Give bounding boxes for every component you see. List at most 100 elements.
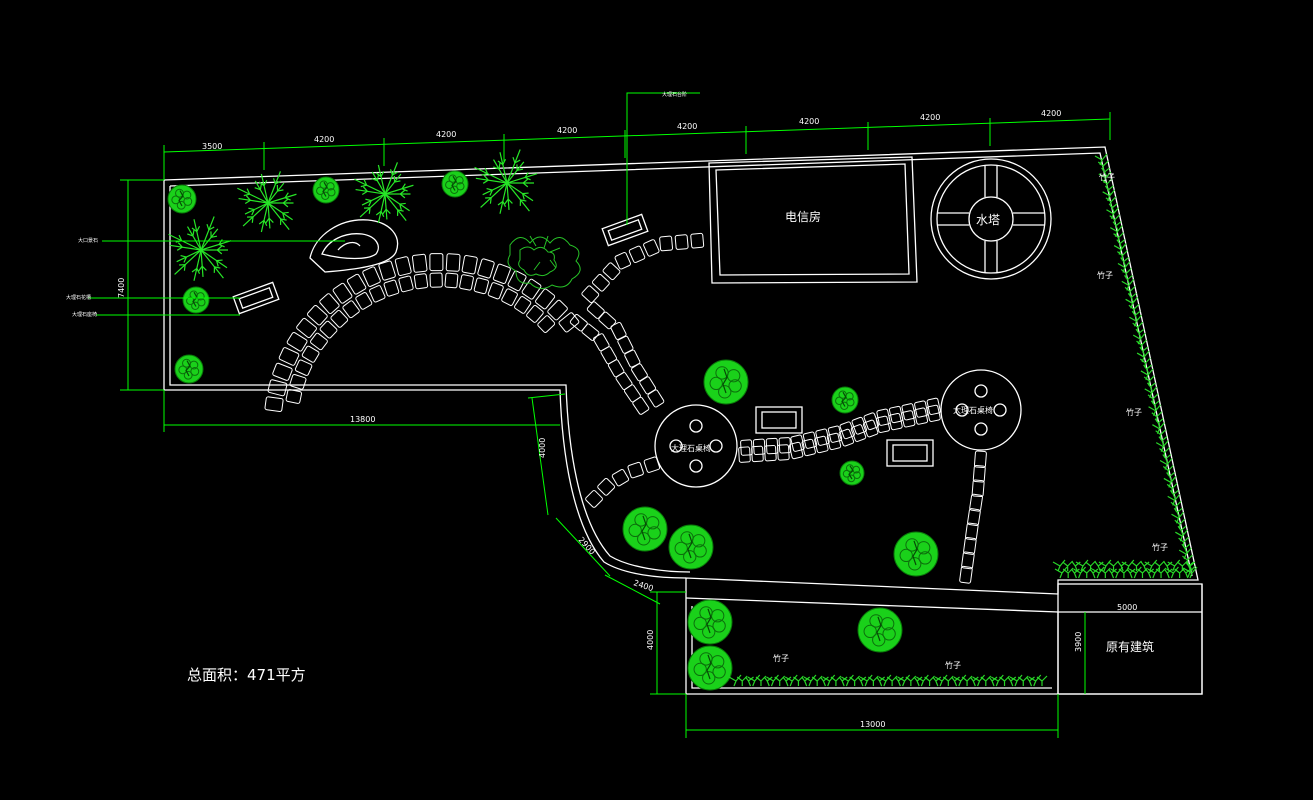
tree	[687, 599, 733, 645]
stepping-stone	[547, 299, 568, 321]
svg-text:4200: 4200	[436, 130, 456, 139]
tree	[893, 531, 939, 577]
stepping-stone	[926, 397, 941, 415]
stepping-stone	[593, 333, 610, 352]
stepping-stone	[581, 285, 600, 304]
stepping-stone	[487, 282, 504, 300]
palms	[168, 149, 538, 281]
water-tower-label: 水塔	[976, 213, 1000, 227]
bamboo-labels: 竹子 竹子 竹子 竹子 竹子 竹子	[773, 172, 1168, 670]
svg-text:竹子: 竹子	[773, 653, 789, 663]
stepping-stone	[307, 305, 328, 326]
stepping-stone	[501, 288, 518, 306]
stepping-stone	[319, 293, 340, 314]
stepping-stone	[267, 379, 288, 397]
stepping-stone	[521, 278, 542, 300]
stepping-stone	[378, 260, 396, 281]
stepping-stone	[394, 256, 412, 277]
svg-text:竹子: 竹子	[1126, 407, 1142, 417]
stepping-stone	[740, 439, 753, 456]
stepping-stone	[901, 403, 916, 421]
telecom-room: 电信房	[708, 156, 918, 284]
leader-lines: 大口景石 大理石花槽 大理石座椅 大理石台阶	[66, 91, 700, 318]
svg-text:13000: 13000	[860, 720, 885, 729]
tree	[312, 176, 340, 204]
stepping-stone	[827, 425, 843, 443]
stepping-stone	[969, 493, 983, 512]
stepping-stone	[876, 408, 891, 426]
stepping-stone	[959, 565, 973, 584]
stepping-stone	[342, 300, 360, 319]
stepping-stone	[429, 272, 443, 288]
stepping-stone	[398, 275, 414, 293]
stepping-stone	[607, 359, 625, 378]
stepping-stone	[765, 437, 779, 455]
bamboo	[728, 674, 1048, 687]
stepping-stone	[289, 374, 307, 390]
stepping-stone	[507, 270, 527, 292]
stepping-stone	[294, 359, 313, 376]
stepping-stone	[330, 309, 349, 328]
stepping-stone	[535, 288, 556, 310]
palm	[237, 171, 297, 233]
stepping-stone	[383, 279, 400, 297]
bamboo-hedges	[728, 153, 1198, 687]
stepping-stone	[659, 235, 673, 252]
stepping-stone	[591, 273, 610, 292]
stepping-stone	[461, 255, 478, 275]
stepping-stone	[674, 234, 689, 250]
feature-rock	[309, 219, 399, 273]
tree	[831, 386, 859, 414]
stepping-stone	[778, 437, 792, 454]
stepping-stone-paths	[264, 232, 987, 584]
stepping-stone	[459, 274, 474, 291]
svg-text:5000: 5000	[1117, 603, 1137, 612]
stepping-stone	[738, 446, 751, 463]
stepping-stone	[752, 438, 766, 456]
palm	[474, 149, 538, 214]
stepping-stone	[310, 332, 328, 351]
stepping-stone	[643, 239, 660, 257]
svg-text:竹子: 竹子	[1099, 172, 1115, 182]
trees	[167, 170, 939, 691]
stepping-stone	[690, 232, 705, 249]
stepping-stone	[558, 312, 580, 333]
stepping-stone	[639, 376, 657, 395]
stepping-stone	[802, 431, 818, 449]
stepping-stone	[429, 253, 444, 272]
water-tower: 水塔	[930, 158, 1052, 280]
stepping-stone	[514, 296, 532, 314]
tree	[167, 184, 197, 214]
table-left-label: 大理石桌椅	[671, 443, 711, 453]
tree	[703, 359, 749, 405]
stepping-stone	[627, 461, 644, 479]
stepping-stone	[888, 405, 904, 424]
stepping-stone	[643, 456, 661, 473]
tree	[839, 460, 865, 486]
svg-text:4200: 4200	[677, 122, 697, 131]
stepping-stone	[875, 415, 891, 433]
tree	[182, 286, 210, 314]
stepping-stone	[926, 404, 941, 422]
svg-text:2900: 2900	[577, 535, 597, 556]
stepping-stone	[611, 468, 630, 487]
stepping-stone	[477, 258, 495, 279]
tree	[441, 170, 469, 198]
bamboo	[1052, 559, 1196, 572]
tree	[857, 607, 903, 653]
stepping-stone	[631, 363, 648, 382]
svg-text:竹子: 竹子	[1152, 542, 1168, 552]
svg-text:3900: 3900	[1074, 632, 1083, 652]
stepping-stone	[615, 371, 633, 390]
svg-text:4000: 4000	[538, 438, 547, 458]
svg-text:3500: 3500	[202, 142, 222, 151]
site-boundary	[163, 146, 1203, 695]
leader-rock: 大口景石	[78, 237, 98, 244]
table-right-label: 大理石桌椅	[953, 405, 993, 415]
bamboo	[1094, 153, 1196, 578]
stepping-stone	[973, 450, 987, 469]
stepping-stone	[319, 320, 338, 339]
stepping-stone	[272, 362, 293, 381]
stepping-stone	[301, 345, 320, 363]
